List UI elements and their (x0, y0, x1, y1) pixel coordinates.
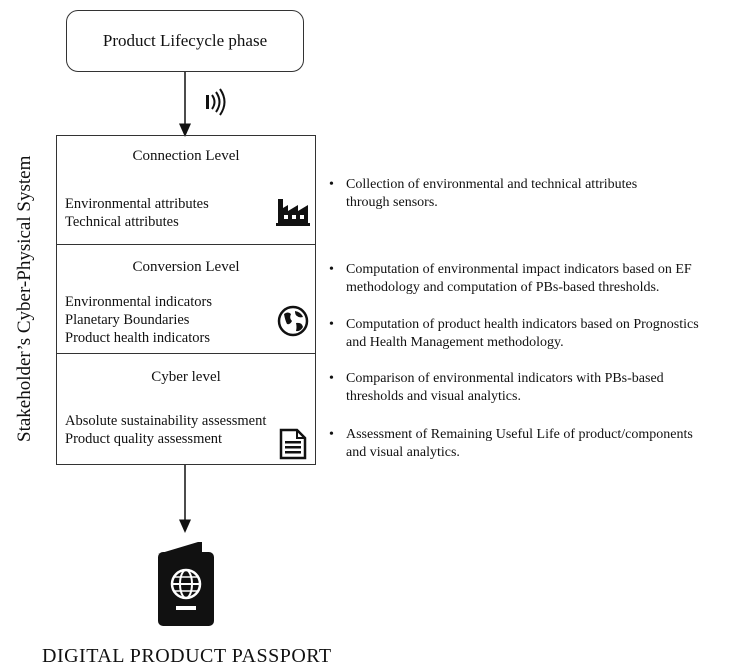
product-lifecycle-phase-box: Product Lifecycle phase (66, 10, 304, 72)
bullet-line: Computation of product health indicators… (346, 317, 699, 332)
bullet-line: and Health Management methodology. (346, 335, 564, 350)
attribute-item: Planetary Boundaries (65, 312, 190, 328)
wireless-signal-icon (206, 88, 226, 116)
conversion-level-box: Conversion Level Environmental indicator… (56, 244, 316, 354)
globe-icon (277, 305, 309, 337)
digital-product-passport-label: DIGITAL PRODUCT PASSPORT (42, 645, 332, 667)
side-title: Stakeholder’s Cyber-Physical System (14, 155, 35, 442)
attribute-item: Product quality assessment (65, 431, 223, 447)
attribute-item: Technical attributes (65, 214, 179, 230)
bullet-line: Collection of environmental and technica… (346, 177, 638, 192)
document-icon (279, 428, 307, 460)
bullet-line: Comparison of environmental indicators w… (346, 371, 664, 386)
bullet-line: thresholds and visual analytics. (346, 389, 521, 404)
attribute-item: Absolute sustainability assessment (65, 413, 267, 429)
cyber-level-title: Cyber level (151, 369, 221, 385)
attribute-item: Environmental attributes (65, 196, 209, 212)
attribute-item: Product health indicators (65, 330, 210, 346)
product-lifecycle-phase-label: Product Lifecycle phase (102, 31, 268, 50)
connection-level-title: Connection Level (132, 148, 240, 164)
attribute-item: Environmental indicators (65, 294, 212, 310)
bullet-line: and visual analytics. (346, 445, 460, 460)
bullet-line: methodology and computation of PBs-based… (346, 280, 660, 295)
cyber-level-box: Cyber level Absolute sustainability asse… (56, 353, 316, 465)
bullet-line: through sensors. (346, 195, 438, 210)
passport-icon (158, 542, 214, 626)
bullet-line: Computation of environmental impact indi… (346, 262, 692, 277)
factory-icon (276, 199, 310, 226)
bullet-line: Assessment of Remaining Useful Life of p… (346, 427, 693, 442)
connection-level-box: Connection Level Environmental attribute… (56, 135, 316, 245)
conversion-level-title: Conversion Level (132, 259, 240, 275)
